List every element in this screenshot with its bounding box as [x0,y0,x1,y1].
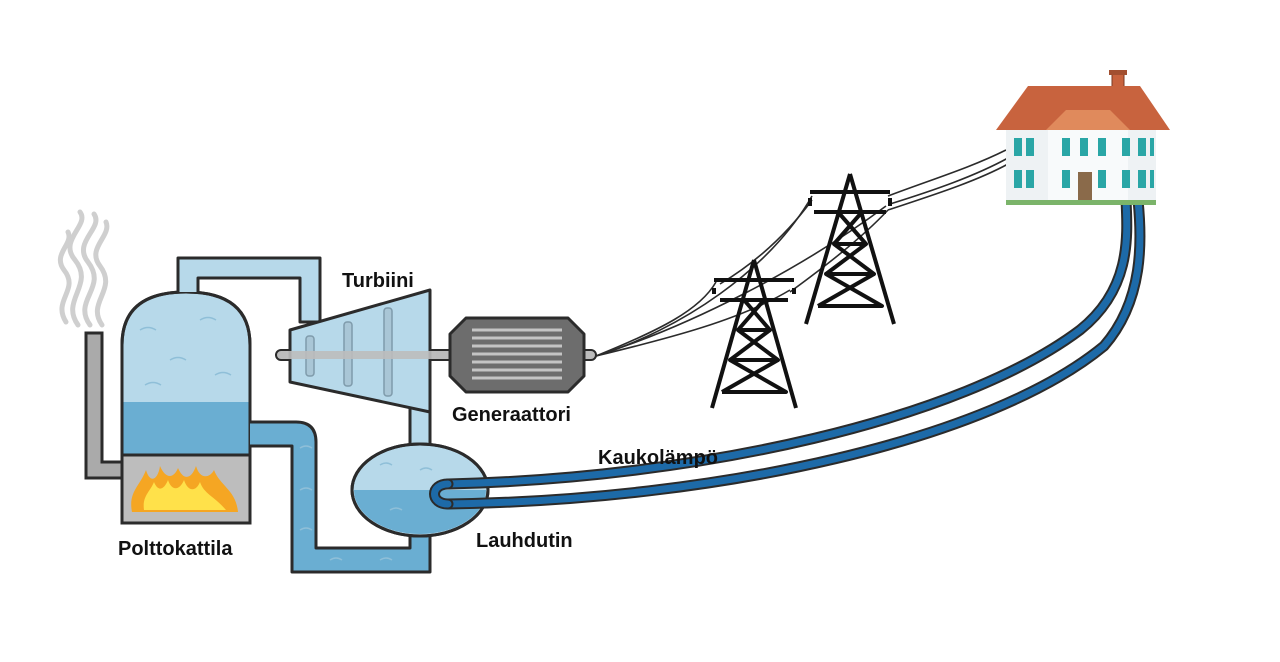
condenser-icon [350,442,490,538]
district-heating-pipe [429,194,1146,510]
power-pylon-icon [710,259,798,409]
boiler-label: Polttokattila [118,538,233,560]
generator-label: Generaattori [452,404,571,426]
generator-icon [448,316,586,394]
power-lines [595,149,1009,357]
turbine-label: Turbiini [342,270,414,292]
return-pipe [250,420,432,574]
condenser-label: Lauhdutin [476,530,573,552]
power-pylon-icon [804,173,896,325]
smoke-icon [57,209,110,328]
turbine-icon [286,288,436,414]
house-icon [996,70,1170,205]
steam-pipe [176,256,322,324]
district-heating-label: Kaukolämpö [598,447,718,469]
boiler-icon [120,290,252,457]
flame-icon [131,466,238,512]
chimney-icon [84,331,124,480]
